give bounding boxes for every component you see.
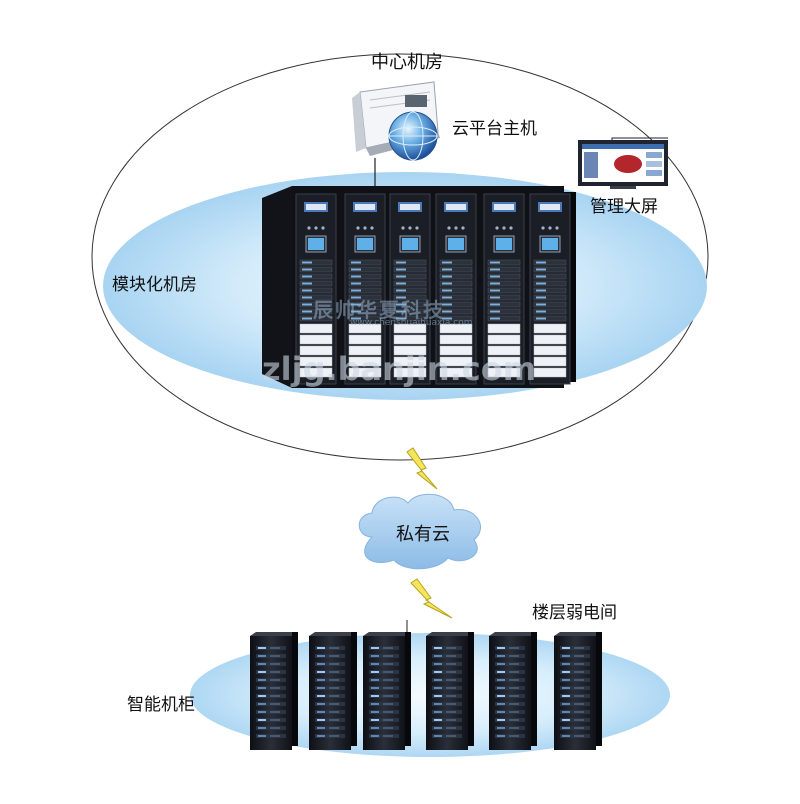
watermark-site: zljg.banjin.com [262,350,537,388]
smart-cabinet-unit [363,632,411,750]
label-modular-room: 模块化机房 [112,275,197,295]
rack-unit [295,193,337,385]
label-smart-cabinet: 智能机柜 [127,695,195,715]
private-cloud-shape [358,493,481,570]
rack-unit [529,193,571,385]
lightning-icon-lower [410,578,453,619]
smart-cabinets [250,632,602,750]
smart-cabinet-unit [554,632,602,750]
rack-unit [389,193,431,385]
watermark-en: www.chenshuaihuaxia.com [350,318,473,328]
smart-cabinet-unit [489,632,537,750]
smart-cabinet-unit [309,632,357,750]
label-mgmt-screen: 管理大屏 [590,197,658,217]
label-floor-closet: 楼层弱电间 [532,603,617,623]
rack-unit [344,193,386,385]
modular-room-racks [262,186,576,388]
lightning-icon-upper [406,447,438,490]
label-cloud-host: 云平台主机 [452,119,537,139]
management-screen [578,140,668,189]
label-private-cloud: 私有云 [396,524,450,545]
center-room-boundary [91,53,709,461]
cloud-platform-host [352,81,440,161]
rack-unit [435,193,477,385]
smart-cabinet-unit [250,632,298,750]
label-center-room: 中心机房 [371,52,443,73]
smart-cabinet-unit [426,632,474,750]
rack-unit [483,193,525,385]
watermark-cn: 辰帅华夏科技 [313,298,445,322]
